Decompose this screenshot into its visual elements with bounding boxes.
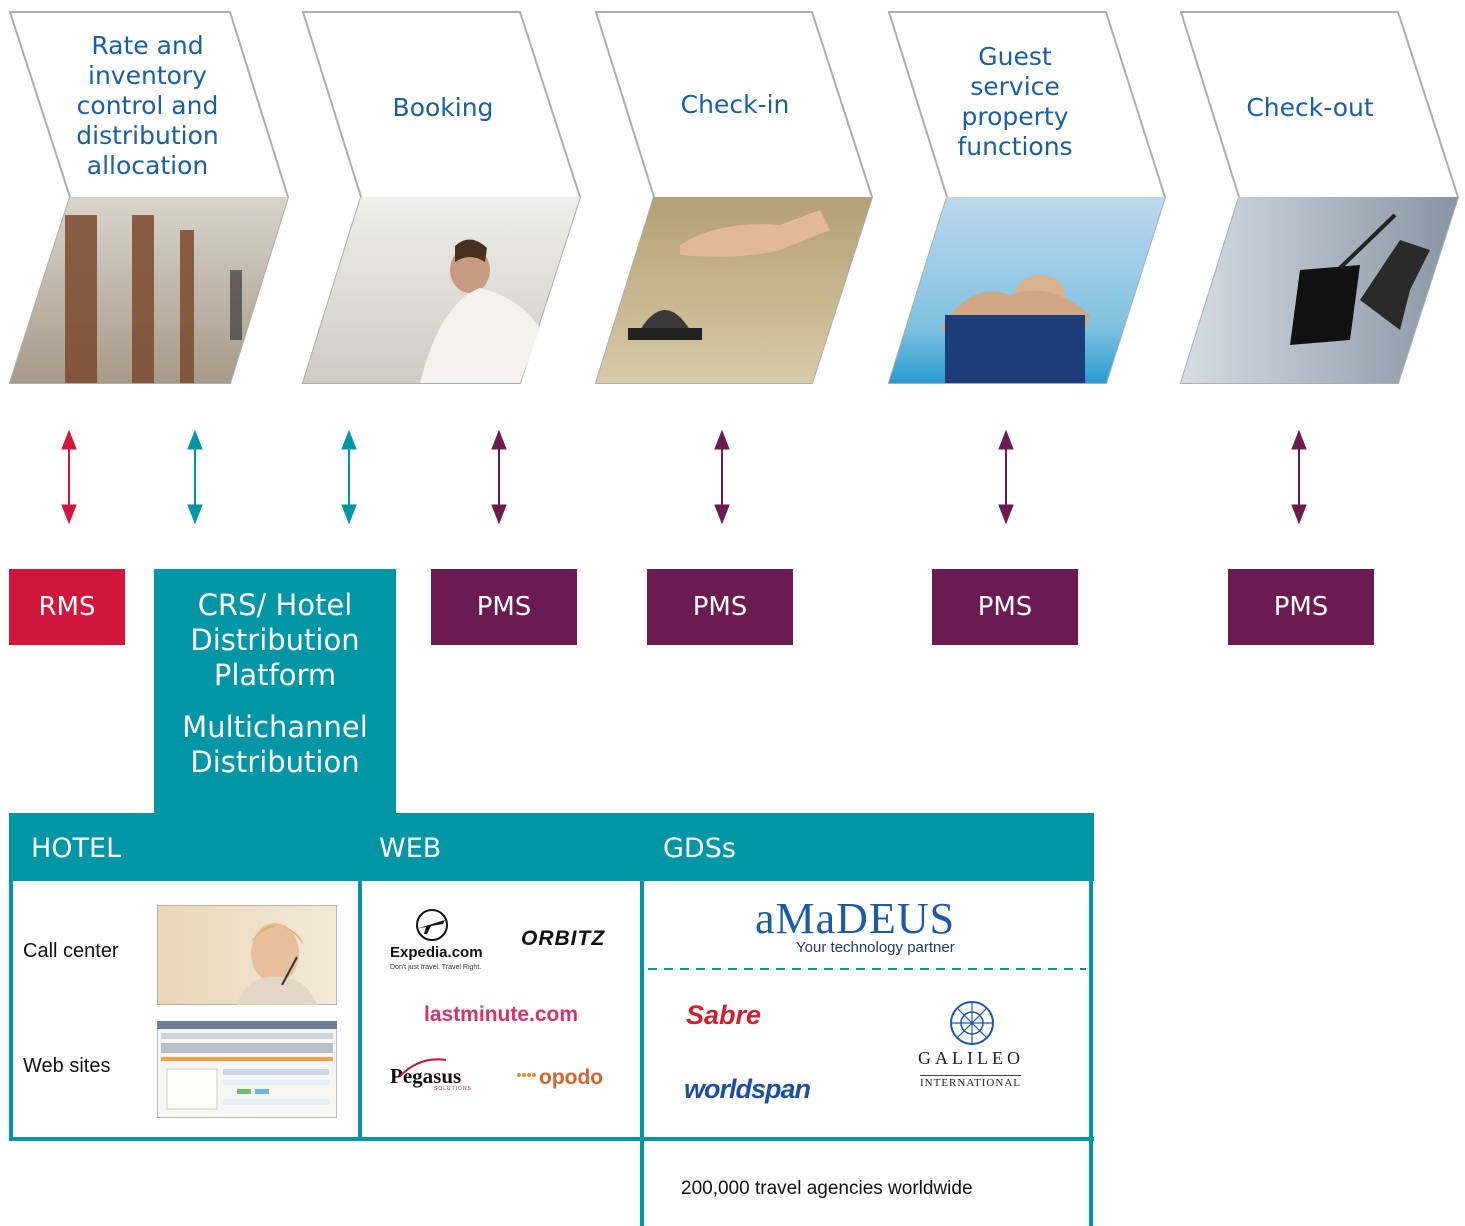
gds-footer-text: 200,000 travel agencies worldwide (681, 1178, 973, 1199)
step-label-guest-service: Guest service property functions (957, 42, 1073, 161)
lastminute-logo: lastminute.com (424, 1003, 579, 1026)
header-gds: GDSs (663, 833, 736, 864)
reception-bell-photo (596, 197, 872, 383)
arrow-pms-4 (1291, 429, 1307, 525)
pegasus-sub: SOLUTIONS (434, 1086, 472, 1092)
expedia-logo: Expedia.com Don't just travel. Travel Ri… (388, 908, 503, 978)
channel-header-bar (9, 813, 1094, 881)
step-rate-inventory-chevron (8, 11, 290, 384)
galileo-logo: GALILEO (918, 1048, 1024, 1068)
step-label-checkin: Check-in (680, 90, 790, 119)
pegasus-logo-text: Pegasus (390, 1064, 462, 1088)
crs-title: CRS/ Hotel Distribution Platform (190, 588, 360, 692)
step-label-booking: Booking (392, 93, 494, 122)
amadeus-logo: aMaDEUS (755, 894, 956, 943)
pms-box-3: PMS (932, 569, 1078, 645)
arrow-rms (61, 429, 77, 525)
pms-box-1: PMS (431, 569, 577, 645)
hotel-item-web-sites: Web sites (23, 1055, 111, 1077)
arrow-crs-2 (341, 429, 357, 525)
worldspan-logo: worldspan (684, 1074, 811, 1104)
header-hotel: HOTEL (31, 833, 122, 864)
arrow-pms-2 (714, 429, 730, 525)
arrow-crs-1 (187, 429, 203, 525)
channel-table-borders (9, 875, 1094, 1226)
galileo-sub: INTERNATIONAL (920, 1075, 1021, 1089)
galileo-globe-icon (950, 1001, 994, 1045)
amadeus-tagline: Your technology partner (796, 939, 955, 956)
call-center-photo (157, 905, 337, 1005)
crs-box (154, 569, 396, 819)
expedia-tagline: Don't just travel. Travel Right. (390, 964, 482, 971)
rms-box: RMS (9, 569, 125, 645)
hotel-item-call-center: Call center (23, 940, 119, 962)
sabre-logo: Sabre (686, 1000, 762, 1030)
process-chevrons (8, 11, 1460, 384)
connector-arrows (61, 429, 1307, 525)
step-label-checkout: Check-out (1246, 93, 1374, 122)
expedia-logo-text: Expedia.com (390, 944, 483, 961)
step-checkout-chevron (1179, 11, 1460, 384)
pegasus-logo: Pegasus SOLUTIONS (390, 1058, 471, 1092)
arrow-pms-3 (998, 429, 1014, 525)
web-sites-screenshot (157, 1021, 337, 1118)
pms-box-2: PMS (647, 569, 793, 645)
header-web: WEB (379, 833, 442, 864)
step-checkin-chevron (594, 11, 874, 384)
opodo-logo-text: opodo (539, 1066, 604, 1089)
step-label-rate-inventory: Rate and inventory control and distribut… (76, 31, 219, 180)
arrow-pms-1 (491, 429, 507, 525)
orbitz-logo: ORBITZ (521, 927, 606, 950)
step-guest-service-chevron (887, 11, 1167, 384)
pms-box-4: PMS (1228, 569, 1374, 645)
step-booking-chevron (301, 11, 582, 384)
crs-subtitle: Multichannel Distribution (182, 710, 368, 779)
